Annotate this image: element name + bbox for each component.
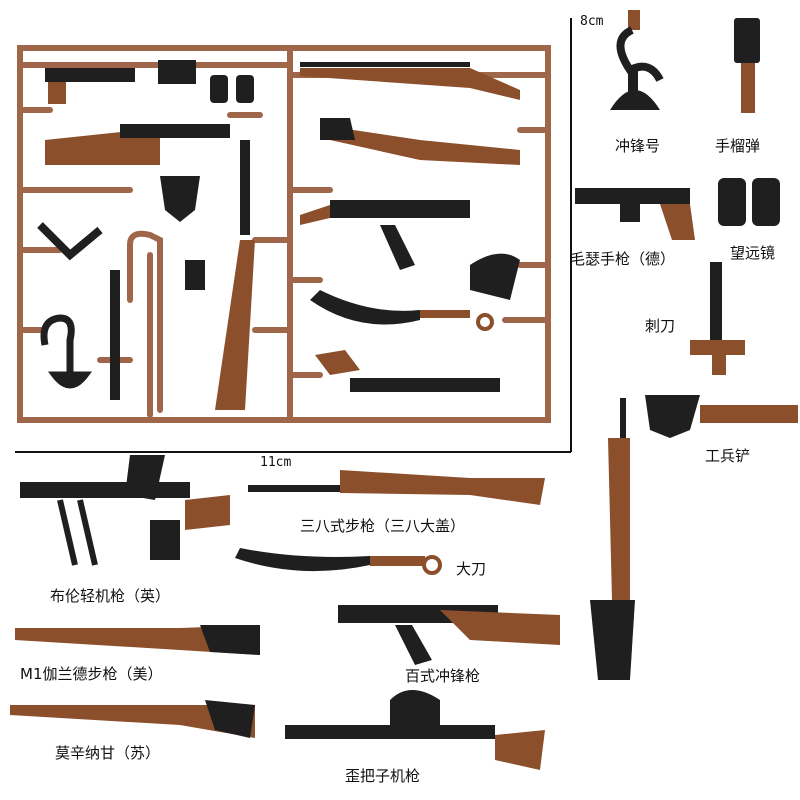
type38-image [248,470,545,505]
sprue-bipod [37,222,103,261]
height-dimension-label: 8cm [580,14,604,29]
sprue-rifle-top [300,62,520,100]
label-type38-rifle: 三八式步枪（三八大盖） [300,517,466,535]
label-bren-lmg: 布伦轻机枪（英） [50,587,171,605]
label-grenade: 手榴弹 [715,137,761,155]
width-dimension-label: 11cm [260,455,292,470]
type11-image [285,690,545,770]
label-mosin-nagant: 莫辛纳甘（苏） [55,744,161,762]
label-type100-smg: 百式冲锋枪 [405,667,481,685]
label-machete: 大刀 [456,560,487,578]
sprue-type100 [45,124,230,165]
label-m1-garand: M1伽兰德步枪（美） [20,665,163,683]
grenade-image [734,18,760,113]
label-binoculars: 望远镜 [730,244,776,262]
garand-image [15,625,260,655]
sprue-magazine [158,60,196,84]
sprue-grenade [185,260,205,290]
label-bugle: 冲锋号 [615,137,661,155]
mauser-image [575,188,695,240]
sprue-bayonet [240,140,250,235]
binoculars-image [718,178,780,226]
vertical-rifle-image [590,398,635,680]
bugle-image [610,10,664,110]
bayonet-image [690,262,745,375]
type100-image [338,605,560,665]
machete-image [235,548,442,575]
bren-image [20,455,230,566]
sprue-shovel [160,176,200,222]
label-shovel: 工兵铲 [705,447,751,465]
sprue-binoculars [210,75,254,103]
sprue-mosin [215,240,255,410]
sprue-garand [320,118,520,165]
sprue-bren [300,200,470,270]
label-mauser-pistol: 毛瑟手枪（德） [570,250,676,268]
label-bayonet: 刺刀 [645,317,676,335]
sprue-machete [310,290,494,331]
sprue-type11 [315,350,500,392]
mosin-image [10,700,255,738]
sprue-bugle [40,314,93,389]
sprue-stock-piece [470,253,520,300]
label-type11-lmg: 歪把子机枪 [345,767,421,785]
shovel-image [645,395,798,438]
sprue-mauser-pistol [45,68,135,104]
sprue-small-bayonet [110,270,120,400]
